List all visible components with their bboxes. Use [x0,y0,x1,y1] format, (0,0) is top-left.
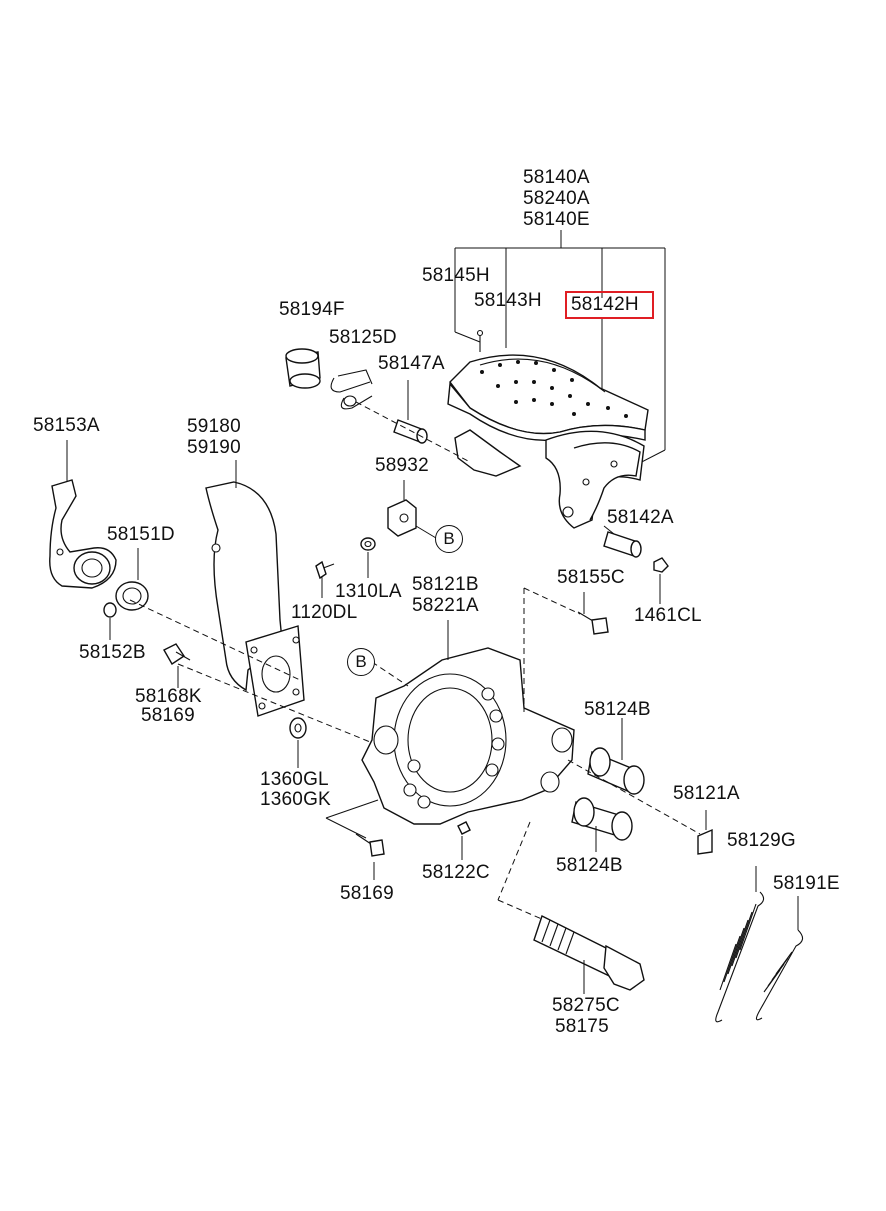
reference-b-marker-left: B [347,648,375,676]
label-58932: 58932 [375,455,429,476]
label-58124b-upper: 58124B [584,699,651,720]
label-58175: 58175 [555,1016,609,1037]
bushing-58124b-lower [571,797,633,852]
label-1360gl: 1360GL [260,769,329,790]
label-1360gk: 1360GK [260,789,331,810]
label-1461cl: 1461CL [634,605,702,626]
clip-58125d [330,369,373,410]
brake-spider-58121b [361,620,575,825]
shoe-assembly-bracket [454,230,666,467]
camshaft-bracket-59180 [205,460,305,717]
pin-58147a [393,380,428,444]
label-1120dl: 1120DL [291,602,358,623]
label-58143h: 58143H [474,290,542,311]
clip-58121a [697,810,713,855]
label-58140a: 58140A [523,167,590,188]
label-58140e: 58140E [523,209,590,230]
label-58121a: 58121A [673,783,740,804]
reference-b-marker-right: B [435,525,463,553]
label-58121b: 58121B [412,574,479,595]
label-58169-lower: 58169 [340,883,394,904]
spring-58129g [715,866,765,1023]
washer-1310la [360,537,376,578]
label-58142h[interactable]: 58142H [571,294,639,315]
nut-1461cl [653,557,669,604]
label-58145h: 58145H [422,265,490,286]
label-58152b: 58152B [79,642,146,663]
washer-1360gl [289,717,307,768]
brake-shoe-lining [447,354,649,441]
highlight-58142h [565,291,654,319]
label-1310la: 1310LA [335,581,402,602]
roller-58142a [603,525,642,558]
bolt-58168k [163,643,191,688]
label-58125d: 58125D [329,327,397,348]
label-58169-upper: 58169 [141,705,195,726]
label-58155c: 58155C [557,567,625,588]
brake-shoe-web [454,429,645,529]
camshaft-58275c [533,915,645,994]
label-58194f: 58194F [279,299,345,320]
label-58124b-lower: 58124B [556,855,623,876]
label-59190: 59190 [187,437,241,458]
block-58932 [387,480,437,539]
label-58191e: 58191E [773,873,840,894]
pin-58145h [476,329,484,352]
bushing-58124b-upper [587,718,645,795]
bolt-58169-lower [325,799,385,880]
label-58275c: 58275C [552,995,620,1016]
ring-58152b [103,602,117,640]
label-58240a: 58240A [523,188,590,209]
bushing-58194f [285,348,321,389]
label-58147a: 58147A [378,353,445,374]
seal-58151d [115,548,149,611]
label-58129g: 58129G [727,830,796,851]
slack-adjuster-58153a [49,440,117,589]
label-58168k: 58168K [135,686,202,707]
label-58153a: 58153A [33,415,100,436]
spring-58191e [755,896,804,1021]
label-58151d: 58151D [107,524,175,545]
label-59180: 59180 [187,416,241,437]
nut-58122c [457,821,471,860]
label-58122c: 58122C [422,862,490,883]
label-58142a: 58142A [607,507,674,528]
label-58221a: 58221A [412,595,479,616]
bolt-1120dl [315,560,335,598]
bolt-58155c [577,592,609,635]
